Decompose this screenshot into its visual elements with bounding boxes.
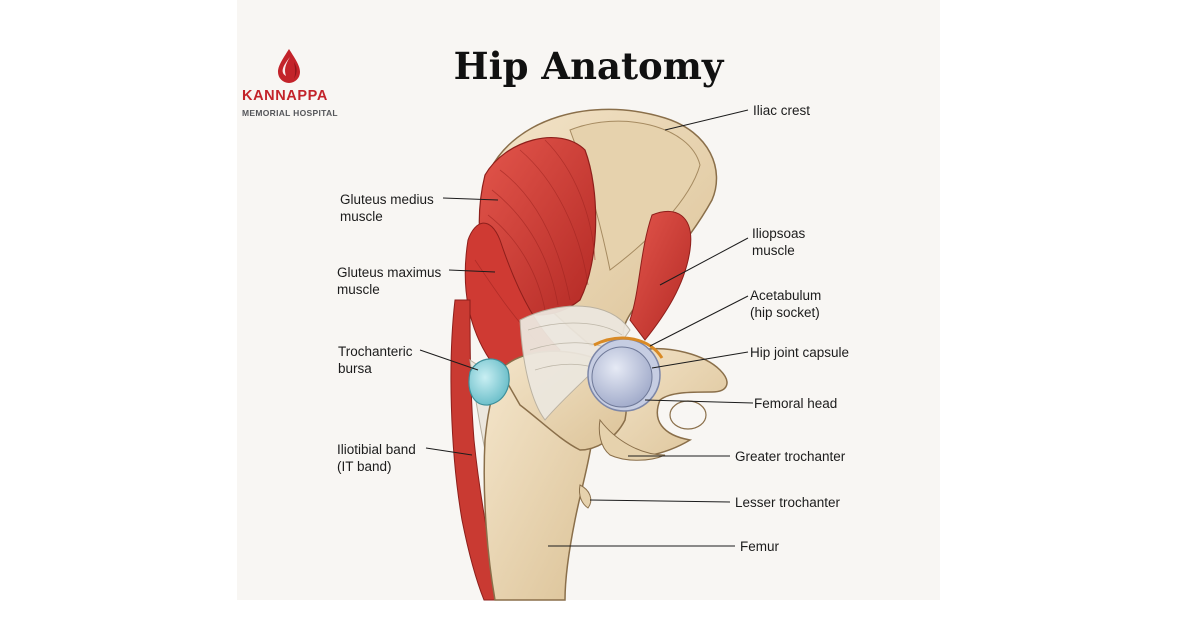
leader-femoral-head — [644, 399, 754, 404]
femoral-head-shape — [591, 346, 653, 408]
leader-iliotibial-band — [425, 447, 473, 456]
label-femur: Femur — [740, 538, 779, 555]
label-hip-joint-capsule: Hip joint capsule — [750, 344, 849, 361]
label-gluteus-medius: Gluteus medius muscle — [340, 191, 434, 225]
leader-trochanteric-bursa — [419, 349, 479, 371]
label-iliotibial-band-line1: Iliotibial band — [337, 442, 416, 457]
label-femoral-head: Femoral head — [754, 395, 837, 412]
label-iliac-crest-text: Iliac crest — [753, 103, 811, 118]
label-hip-joint-capsule-text: Hip joint capsule — [750, 345, 850, 360]
lesser-trochanter-shape — [579, 484, 592, 509]
label-iliotibial-band: Iliotibial band (IT band) — [337, 441, 416, 475]
label-greater-trochanter: Greater trochanter — [735, 448, 845, 465]
leader-lesser-trochanter — [589, 499, 731, 503]
label-trochanteric-bursa-line2: bursa — [338, 361, 372, 376]
leader-lines — [419, 109, 754, 547]
page-title: Hip Anatomy — [453, 44, 724, 88]
label-iliac-crest: Iliac crest — [753, 102, 810, 119]
hospital-logo: KANNAPPA MEMORIAL HOSPITAL — [242, 48, 352, 128]
label-acetabulum-line2: (hip socket) — [750, 305, 820, 320]
leader-iliac-crest — [664, 109, 749, 131]
leader-acetabulum — [649, 295, 749, 347]
label-gluteus-maximus-line2: muscle — [337, 282, 380, 297]
leader-gluteus-maximus — [448, 269, 496, 273]
label-lesser-trochanter: Lesser trochanter — [735, 494, 840, 511]
leader-gluteus-medius — [442, 197, 499, 201]
label-greater-trochanter-text: Greater trochanter — [735, 449, 846, 464]
label-gluteus-medius-line2: muscle — [340, 209, 383, 224]
label-gluteus-medius-line1: Gluteus medius — [340, 192, 434, 207]
label-trochanteric-bursa-line1: Trochanteric — [338, 344, 413, 359]
label-trochanteric-bursa: Trochanteric bursa — [338, 343, 413, 377]
leader-hip-joint-capsule — [651, 351, 749, 369]
acetabulum-rim — [593, 336, 664, 359]
label-iliotibial-band-line2: (IT band) — [337, 459, 392, 474]
obturator-foramen — [669, 400, 707, 430]
label-iliopsoas: Iliopsoas muscle — [752, 225, 805, 259]
blood-drop-icon — [278, 49, 300, 83]
trochanteric-bursa-shape — [468, 358, 510, 406]
label-iliopsoas-line1: Iliopsoas — [752, 226, 806, 241]
brand-name: KANNAPPA — [242, 88, 328, 104]
greater-trochanter-shape — [598, 418, 666, 461]
label-gluteus-maximus-line1: Gluteus maximus — [337, 265, 442, 280]
label-lesser-trochanter-text: Lesser trochanter — [735, 495, 841, 510]
label-acetabulum: Acetabulum (hip socket) — [750, 287, 821, 321]
leader-iliopsoas — [659, 237, 749, 286]
label-femoral-head-text: Femoral head — [754, 396, 838, 411]
label-iliopsoas-line2: muscle — [752, 243, 795, 258]
brand-subtitle: MEMORIAL HOSPITAL — [242, 108, 338, 118]
label-acetabulum-line1: Acetabulum — [750, 288, 822, 303]
iliopsoas-muscle-shape — [629, 210, 692, 341]
label-femur-text: Femur — [740, 539, 780, 554]
label-gluteus-maximus: Gluteus maximus muscle — [337, 264, 441, 298]
